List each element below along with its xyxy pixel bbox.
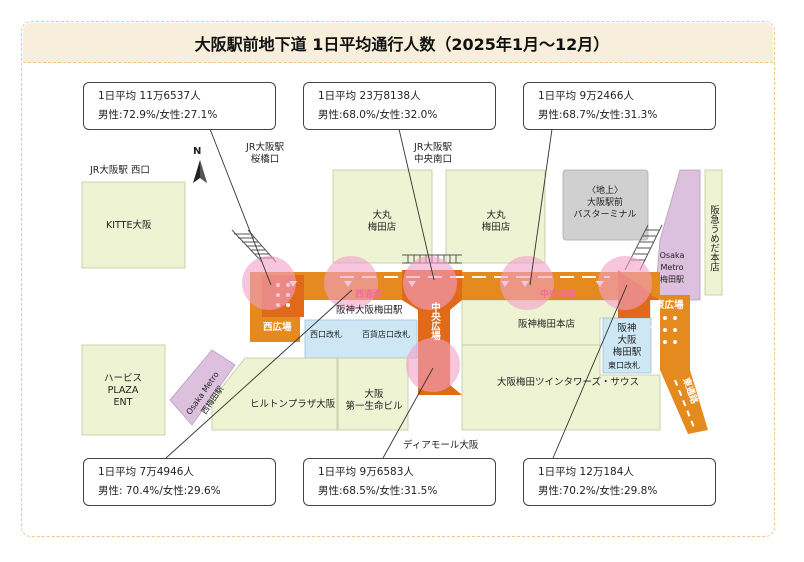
stat-count: 1日平均 23万8138人 (318, 90, 421, 102)
label-kitte: KITTE大阪 (106, 220, 152, 231)
count-points (242, 256, 652, 392)
label-hanshin-dept: 阪神梅田本店 (518, 319, 576, 330)
metro-nishiumeda (169, 349, 236, 426)
stat-box-bottom-right: 1日平均 12万184人 男性:70.2%/女性:29.8% (523, 458, 716, 506)
compass-icon (193, 160, 207, 183)
label-dept-gate: 百貨店口改札 (362, 330, 410, 339)
hilton-building (211, 357, 338, 431)
daimaru-building-right (445, 169, 546, 264)
stat-count: 1日平均 9万2466人 (538, 90, 634, 102)
stat-box-top-right: 1日平均 9万2466人 男性:68.7%/女性:31.3% (523, 82, 716, 130)
stat-box-bottom-center: 1日平均 9万6583人 男性:68.5%/女性:31.5% (303, 458, 496, 506)
outer-frame (21, 21, 775, 537)
label-daimaru-left: 大丸梅田店 (367, 210, 397, 233)
title-bar (23, 23, 773, 63)
stat-count: 1日平均 7万4946人 (98, 466, 194, 478)
stat-box-top-left: 1日平均 11万6537人 男性:72.9%/女性:27.1% (83, 82, 276, 130)
count-point-diamor (406, 338, 460, 392)
stat-ratio: 男性:72.9%/女性:27.1% (98, 109, 218, 121)
label-east-gate: 東口改札 (608, 361, 640, 370)
count-point-west (324, 256, 378, 310)
count-point-sakurabashi (242, 256, 296, 310)
count-point-central-east (500, 256, 554, 310)
twin-towers-building (461, 344, 661, 431)
stat-ratio: 男性: 70.4%/女性:29.6% (98, 485, 221, 497)
label-chuo-hiroba: 中央広場 (429, 302, 440, 340)
herbis-building (81, 344, 166, 436)
higashi-hiroba-area (650, 295, 690, 370)
stat-count: 1日平均 12万184人 (538, 466, 634, 478)
label-jr-central-south: JR大阪駅中央南口 (413, 142, 452, 165)
stat-box-bottom-left: 1日平均 7万4946人 男性: 70.4%/女性:29.6% (83, 458, 276, 506)
count-point-central-north (403, 256, 457, 310)
stat-ratio: 男性:68.5%/女性:31.5% (318, 485, 438, 497)
daimaru-building-left (332, 169, 433, 264)
label-nishi-dori: 西通路 (355, 290, 383, 300)
label-hanshin-osaka-umeda: 阪神大阪梅田駅 (336, 305, 403, 316)
label-west-gate: 西口改札 (310, 330, 342, 339)
stat-ratio: 男性:70.2%/女性:29.8% (538, 485, 658, 497)
label-daimaru-right: 大丸梅田店 (481, 210, 511, 233)
stat-box-top-center: 1日平均 23万8138人 男性:68.0%/女性:32.0% (303, 82, 496, 130)
page-title: 大阪駅前地下道 1日平均通行人数（2025年1月〜12月） (194, 35, 610, 54)
label-daiichi: 大阪第一生命ビル (345, 389, 403, 412)
bus-terminal (562, 169, 649, 241)
label-diamor: ディアモール大阪 (403, 440, 479, 451)
stat-count: 1日平均 11万6537人 (98, 90, 201, 102)
label-jr-west-exit: JR大阪駅 西口 (90, 165, 150, 176)
compass-label: N (193, 146, 202, 157)
daiichi-building (337, 357, 409, 431)
label-chuo-dori: 中央通路 (540, 290, 577, 300)
east-passage-dashes (674, 379, 696, 431)
stat-count: 1日平均 9万6583人 (318, 466, 414, 478)
hankyu-building (704, 169, 723, 296)
hanshin-east-station (602, 317, 652, 374)
label-hankyu: 阪急うめだ本店 (708, 205, 719, 272)
stat-ratio: 男性:68.0%/女性:32.0% (318, 109, 438, 121)
stat-ratio: 男性:68.7%/女性:31.3% (538, 109, 658, 121)
leader-lines (165, 128, 628, 459)
label-bus-terminal: 〈地上〉大阪駅前バスターミナル (573, 186, 637, 220)
count-point-east (598, 256, 652, 310)
label-hilton: ヒルトンプラザ大阪 (250, 399, 336, 410)
label-higashi-hiroba: 東広場 (655, 300, 684, 311)
label-twin-towers: 大阪梅田ツインタワーズ・サウス (497, 377, 640, 388)
label-jr-sakurabashi: JR大阪駅桜橋口 (246, 142, 284, 165)
label-hanshin-station: 阪神大阪梅田駅 (612, 323, 642, 358)
kitte-building (81, 181, 186, 269)
label-nishi-hiroba: 西広場 (263, 322, 292, 333)
